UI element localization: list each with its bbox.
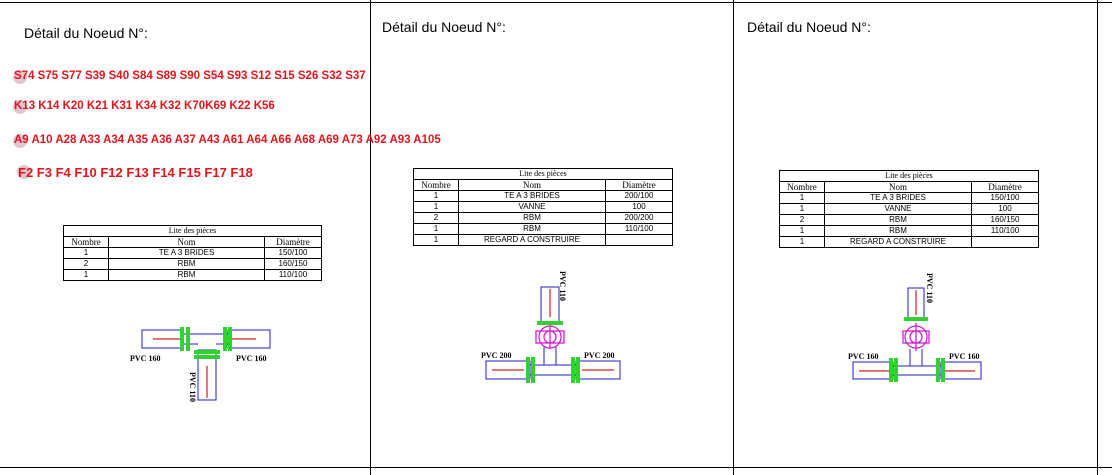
node-codes-k: K13 K14 K20 K21 K31 K34 K32 K70K69 K22 K… [13, 100, 275, 114]
pvc-label-left: PVC 200 [481, 351, 511, 360]
pvc-label-left: PVC 160 [130, 354, 160, 363]
highlight-marker-icon [13, 100, 27, 114]
table-row: 2 RBM 160/150 [63, 258, 322, 270]
table-row: 1 TE A 3 BRIDES 150/100 [63, 247, 322, 259]
pvc-label-branch: PVC 110 [558, 271, 567, 301]
panel-divider-2 [733, 0, 734, 475]
panel-title: Détail du Noeud N°: [747, 19, 871, 35]
panel-divider-1 [370, 0, 371, 475]
node-codes-s: S74 S75 S77 S39 S40 S84 S89 S90 S54 S93 … [13, 70, 366, 84]
frame-bottom-line [0, 467, 1112, 468]
pvc-label-right: PVC 200 [584, 351, 614, 360]
pvc-label-right: PVC 160 [236, 354, 266, 363]
col-header-nom: Nom [824, 181, 972, 193]
col-header-diametre: Diamètre [264, 236, 322, 248]
col-header-nombre: Nombre [413, 179, 459, 191]
valve-icon [902, 323, 930, 351]
parts-table: Lite des pièces Nombre Nom Diamètre 1 TE… [63, 225, 322, 281]
node-codes-f: F2 F3 F4 F10 F12 F13 F14 F15 F17 F18 [17, 165, 253, 180]
col-header-diametre: Diamètre [605, 179, 673, 191]
tee-valve-drawing: PVC 160 PVC 160 PVC 110 [848, 273, 982, 382]
col-header-nom: Nom [108, 236, 265, 248]
table-caption: Lite des pièces [63, 225, 322, 237]
pvc-label-left: PVC 160 [848, 352, 878, 361]
highlight-marker-icon [13, 70, 27, 84]
panel-title: Détail du Noeud N°: [382, 19, 506, 35]
pvc-label-right: PVC 160 [949, 352, 979, 361]
col-header-nombre: Nombre [779, 181, 825, 193]
highlight-marker-icon [17, 165, 31, 179]
highlight-marker-icon [13, 134, 27, 148]
col-header-nombre: Nombre [63, 236, 109, 248]
panel-title: Détail du Noeud N°: [24, 25, 148, 41]
col-header-nom: Nom [458, 179, 606, 191]
tee-valve-drawing: PVC 200 PVC 200 PVC 110 [481, 271, 621, 383]
node-codes-a: A9 A10 A28 A33 A34 A35 A36 A37 A43 A61 A… [13, 134, 441, 148]
panel-divider-3 [1097, 0, 1098, 475]
table-row: 1 RBM 110/100 [63, 269, 322, 281]
valve-icon [535, 325, 565, 349]
table-caption: Lite des pièces [779, 170, 1039, 182]
tee-pipe-drawing: PVC 160 PVC 160 PVC 110 [130, 327, 271, 402]
pvc-label-branch: PVC 110 [188, 372, 197, 402]
frame-top-line [0, 2, 1112, 3]
col-header-diametre: Diamètre [971, 181, 1039, 193]
table-caption: Lite des pièces [413, 168, 673, 180]
pvc-label-branch: PVC 110 [925, 273, 934, 303]
